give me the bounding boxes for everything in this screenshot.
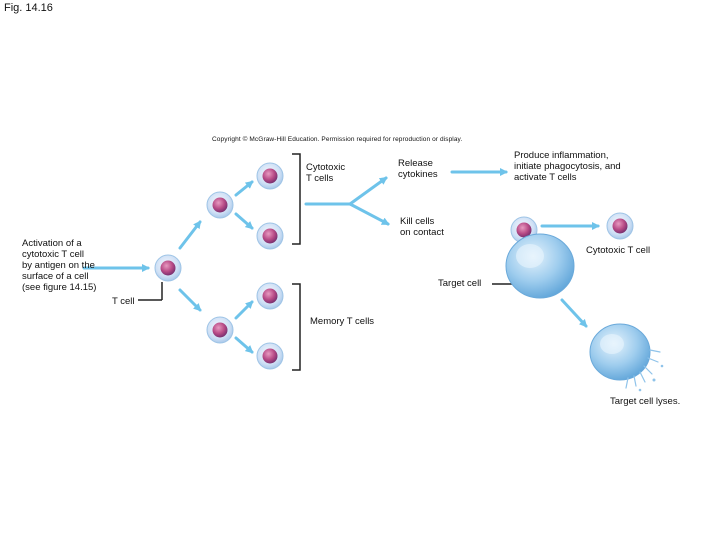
t-cell [154, 254, 182, 282]
cytotoxic-cell-2 [256, 222, 284, 250]
cytotoxic-t-cells-label: Cytotoxic T cells [306, 162, 346, 184]
cell-2 [206, 316, 234, 344]
kill-cells-label: Kill cells on contact [400, 216, 444, 238]
arrow-tcell-up [178, 220, 202, 250]
arrow-branch-2 [234, 212, 254, 230]
lysing-target-cell [589, 323, 664, 392]
memory-t-cells-label: Memory T cells [310, 316, 375, 327]
bracket-memory [292, 283, 301, 371]
memory-cell-1 [256, 282, 284, 310]
arrow-branch-3 [234, 300, 254, 320]
cytotoxic-cell-1 [256, 162, 284, 190]
released-cytotoxic-cell [606, 212, 634, 240]
arrow-lysis [560, 298, 588, 328]
copyright-notice: Copyright © McGraw-Hill Education. Permi… [212, 136, 463, 143]
arrow-branch-1 [234, 180, 254, 197]
memory-cell-2 [256, 342, 284, 370]
produce-inflammation-label: Produce inflammation, initiate phagocyto… [514, 150, 621, 183]
figure-label: Fig. 14.16 [4, 2, 53, 14]
target-cell-label: Target cell [438, 278, 482, 289]
arrow-tcell-down [178, 288, 202, 312]
release-cytokines-label: Release cytokines [398, 158, 438, 180]
arrow-kill [348, 202, 390, 226]
bracket-cytotoxic [292, 153, 301, 245]
cell-1 [206, 191, 234, 219]
activation-label: Activation of a cytotoxic T cell by anti… [22, 238, 97, 293]
t-cell-label: T cell [112, 296, 135, 307]
cytotoxic-t-cell-label: Cytotoxic T cell [586, 245, 651, 256]
target-cell [505, 233, 575, 299]
arrow-branch-4 [234, 336, 254, 354]
arrow-release [348, 176, 388, 206]
target-cell-lyses-label: Target cell lyses. [610, 396, 681, 407]
